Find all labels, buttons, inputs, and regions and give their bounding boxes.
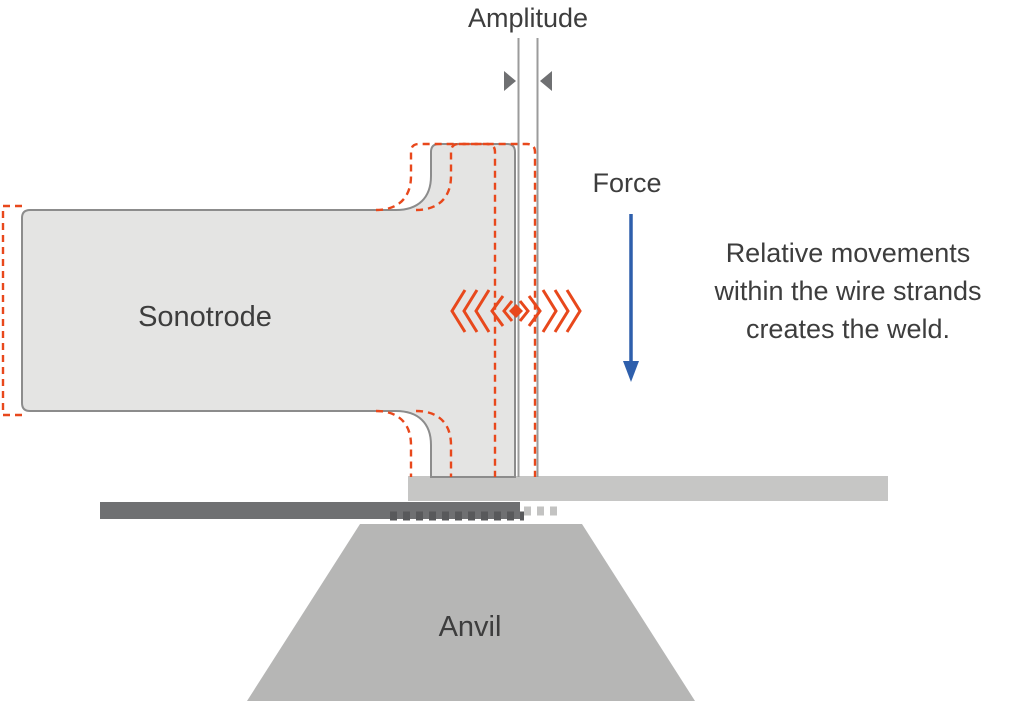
vibration-stem-outline-right-shift: [415, 142, 537, 477]
amplitude-arrow-left-icon: [504, 71, 516, 91]
amplitude-arrow-right-icon: [540, 71, 552, 91]
force-label: Force: [592, 168, 661, 198]
vibration-center-diamond-icon: [509, 304, 523, 318]
force-arrow-head-icon: [623, 361, 639, 382]
note-line-3: creates the weld.: [746, 314, 950, 344]
sonotrode-body: [21, 143, 516, 478]
vibration-chevrons-icon: [450, 289, 582, 333]
anvil-body: [247, 524, 695, 701]
vibration-outline-left-extreme: [1, 204, 22, 417]
note-line-2: within the wire strands: [713, 276, 981, 306]
upper-plate: [408, 476, 888, 501]
wire-strand-bar: [100, 502, 520, 519]
vibration-stem-outline-left-shift: [375, 142, 497, 477]
note-line-1: Relative movements: [726, 238, 971, 268]
anvil-label: Anvil: [439, 611, 502, 643]
sonotrode-label: Sonotrode: [138, 301, 272, 333]
amplitude-label: Amplitude: [468, 3, 588, 33]
